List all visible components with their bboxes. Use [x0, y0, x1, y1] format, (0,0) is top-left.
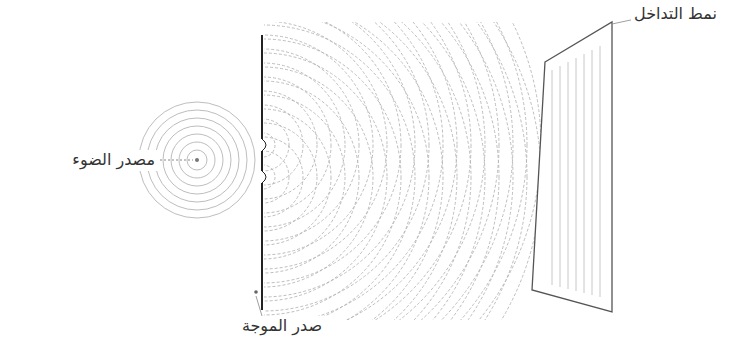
wave-arc [264, 91, 317, 199]
fringe-line [600, 46, 601, 297]
wave-arc [264, 22, 457, 320]
wave-arc [264, 77, 331, 213]
wave-arc [264, 22, 485, 320]
wave-arc [264, 63, 345, 227]
wave-arc [264, 25, 415, 320]
fringe-line [560, 66, 561, 287]
slit-wavefronts [264, 22, 541, 320]
wave-arc [264, 22, 541, 320]
wave-arc [264, 22, 485, 320]
label-text: صدر الموجة [239, 316, 325, 337]
wave-arc [264, 22, 401, 283]
leader-line [256, 296, 262, 316]
wave-arc [264, 22, 541, 320]
wave-arc [264, 22, 471, 320]
wave-arc [264, 22, 457, 320]
wave-arc [264, 165, 275, 189]
wave-arc [264, 22, 443, 320]
wave-arc [155, 118, 239, 202]
slit-barrier [262, 35, 266, 310]
wave-arc [264, 22, 499, 320]
wave-arc [264, 22, 387, 269]
wave-arc [264, 22, 415, 297]
wave-arc [264, 53, 387, 301]
wave-arc [264, 151, 289, 203]
wave-arc [264, 22, 499, 320]
wave-arc [264, 22, 471, 320]
wave-arc [264, 95, 345, 259]
wave-arc [264, 22, 513, 320]
fringe-line [584, 54, 585, 293]
wave-arc [147, 110, 247, 210]
wave-arc [264, 123, 317, 231]
wave-arc [264, 22, 429, 320]
label-text: نمط التداخل [631, 4, 720, 25]
wave-arc [264, 22, 513, 320]
wave-arc [264, 137, 303, 217]
fringe-line [576, 58, 577, 291]
wave-arc [264, 105, 303, 185]
wave-arc [264, 81, 359, 273]
leader-line [160, 160, 193, 161]
wave-arc [264, 67, 373, 287]
fringe-line [592, 50, 593, 295]
leader-dot [254, 290, 258, 294]
wave-arc [264, 22, 527, 320]
wave-arc [264, 22, 443, 320]
fringe-line [552, 70, 553, 285]
wave-arc [264, 109, 331, 245]
fringe-line [568, 62, 569, 289]
light-source-point [195, 158, 199, 162]
screen [532, 22, 612, 312]
wave-arc [171, 134, 223, 186]
label-text: مصدر الضوء [69, 150, 158, 171]
